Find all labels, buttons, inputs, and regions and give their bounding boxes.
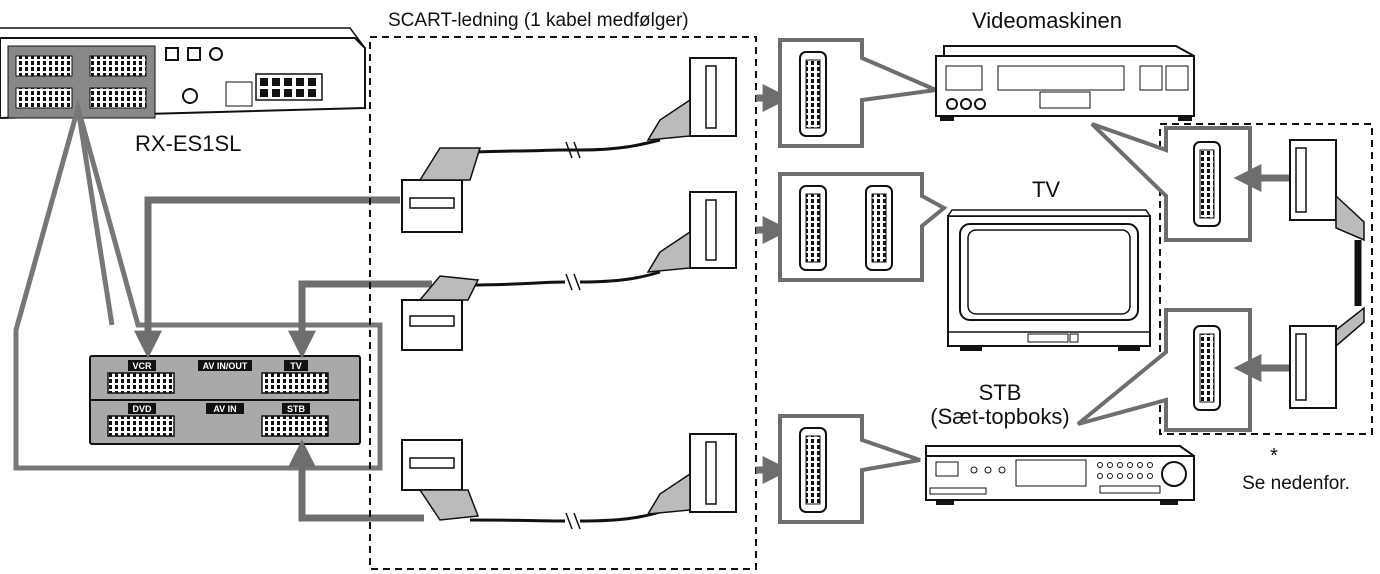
vcr-label: Videomaskinen: [972, 8, 1122, 33]
vcr-socket-callout: [778, 38, 944, 148]
plug-right-3: [646, 433, 737, 515]
footnote-mark: *: [1270, 445, 1278, 467]
plug-left-2: [401, 275, 480, 351]
link-arrows: [1233, 164, 1290, 382]
panel-vcr-label: VCR: [132, 361, 152, 371]
cable-title: SCART-ledning (1 kabel medfølger): [388, 10, 689, 31]
panel-dvd-label: DVD: [132, 404, 152, 414]
tv-label: TV: [1032, 177, 1060, 202]
vcr-device: [935, 45, 1195, 121]
tv-socket-callout: [778, 172, 948, 282]
stb-device: [925, 445, 1195, 505]
av-panel: [89, 355, 361, 445]
stb-socket-callout: [778, 414, 921, 524]
link-cable: [1289, 139, 1365, 409]
stb-rear-socket-callout: [1076, 308, 1252, 432]
tv-device: [946, 209, 1152, 351]
plug-right-1: [646, 57, 737, 141]
panel-av-in-out-label: AV IN/OUT: [203, 361, 248, 371]
vcr-rear-socket-callout: [1090, 122, 1252, 242]
plug-left-3: [401, 439, 480, 521]
footnote-text: Se nedenfor.: [1242, 473, 1350, 494]
panel-stb-label: STB: [287, 404, 306, 414]
scart-cable-2: [401, 191, 737, 351]
scart-cable-1: [401, 57, 737, 233]
scart-cable-3: [401, 433, 737, 530]
vcr-stb-link-box: [1159, 123, 1373, 435]
receiver-back-panel: [0, 27, 366, 120]
panel-tv-label: TV: [290, 361, 302, 371]
receiver-label: RX-ES1SL: [135, 131, 241, 156]
plug-right-2: [646, 191, 737, 273]
routing-arrows-devices: [756, 84, 791, 484]
routing-arrows-panel: [134, 196, 432, 522]
stb-label-line1: STB: [979, 380, 1022, 405]
stb-label-line2: (Sæt-topboks): [930, 404, 1069, 429]
panel-av-in-label: AV IN: [213, 404, 236, 414]
plug-left-1: [401, 147, 482, 233]
zoom-lines-receiver: [13, 98, 383, 471]
cable-group-box: [369, 36, 757, 570]
